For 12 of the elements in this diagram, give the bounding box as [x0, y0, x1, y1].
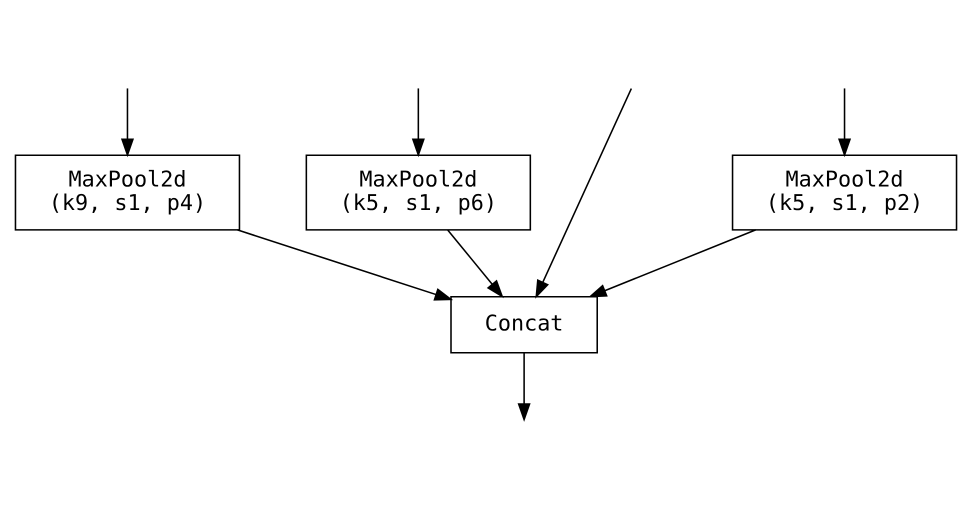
- arrow: [588, 229, 756, 298]
- arrow: [446, 230, 504, 298]
- arrow: [411, 88, 424, 158]
- node-box: MaxPool2d (k9, s1, p4): [14, 154, 240, 231]
- node-box: MaxPool2d (k5, s1, p6): [305, 154, 531, 231]
- arrow: [236, 229, 453, 301]
- node-box: Concat: [450, 296, 598, 354]
- arrow: [534, 88, 632, 299]
- arrow: [838, 88, 851, 158]
- arrow: [120, 88, 134, 158]
- arrow: [517, 352, 530, 422]
- node-box: MaxPool2d (k5, s1, p2): [731, 154, 957, 231]
